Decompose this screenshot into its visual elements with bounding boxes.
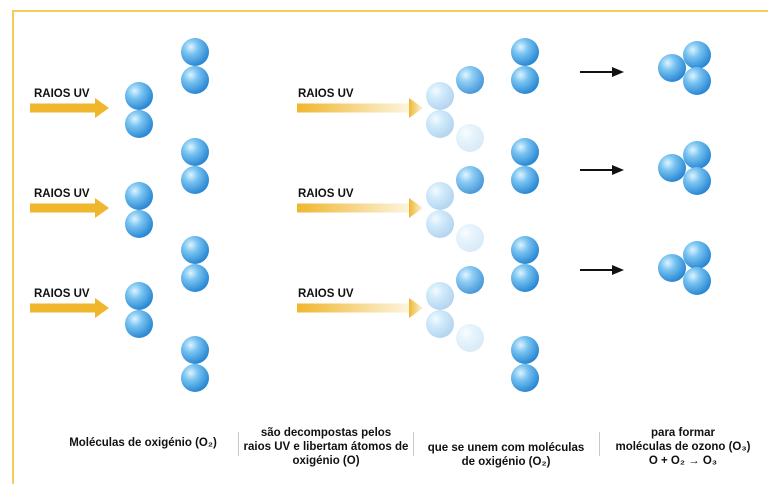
oxygen-molecule-atom	[181, 166, 209, 194]
oxygen-atom-free	[456, 266, 484, 294]
oxygen-molecule-atom	[511, 364, 539, 392]
oxygen-atom-free	[456, 166, 484, 194]
caption-ozone-line: O + O₂ → O₃	[648, 455, 718, 467]
ozone-atom	[658, 154, 686, 182]
oxygen-atom-faded	[456, 124, 484, 152]
oxygen-molecule-atom	[181, 264, 209, 292]
uv-arrow-shaft	[30, 103, 95, 113]
uv-label: RAIOS UV	[34, 288, 90, 300]
oxygen-molecule-atom	[181, 336, 209, 364]
uv-arrow-shaft	[30, 203, 95, 213]
uv-label: RAIOS UV	[34, 188, 90, 200]
oxygen-molecule-atom	[426, 110, 454, 138]
oxygen-atom-faded	[456, 324, 484, 352]
uv-arrow-head	[95, 98, 109, 118]
ozone-atom	[683, 41, 711, 69]
caption-decomposed-line: oxigénio (O)	[292, 455, 360, 467]
oxygen-molecule-atom	[426, 210, 454, 238]
ozone-atom	[683, 167, 711, 195]
oxygen-molecule-atom	[181, 66, 209, 94]
reaction-arrow-head	[612, 67, 624, 77]
oxygen-molecule-atom	[511, 236, 539, 264]
oxygen-atom-faded	[456, 224, 484, 252]
uv-arrow-head	[95, 198, 109, 218]
oxygen-molecule-atom	[426, 82, 454, 110]
caption-divider	[413, 432, 414, 456]
uv-arrow-shaft	[297, 203, 409, 213]
oxygen-molecule-atom	[511, 166, 539, 194]
oxygen-molecule-atom	[125, 82, 153, 110]
figure-frame	[12, 10, 768, 484]
oxygen-molecule-atom	[125, 210, 153, 238]
oxygen-molecule-atom	[125, 282, 153, 310]
uv-arrow-shaft	[297, 103, 409, 113]
caption-join-line: que se unem com moléculas	[427, 442, 585, 454]
ozone-atom	[658, 254, 686, 282]
ozone-atom	[683, 67, 711, 95]
caption-decomposed-line: são decompostas pelos	[260, 427, 392, 439]
reaction-arrow-head	[612, 265, 624, 275]
caption-ozone-line: para formar	[651, 427, 715, 439]
oxygen-molecule-atom	[511, 66, 539, 94]
uv-label: RAIOS UV	[298, 288, 354, 300]
caption-ozone: para formar moléculas de ozono (O₃) O + …	[603, 426, 763, 468]
oxygen-atom-free	[456, 66, 484, 94]
caption-decomposed-line: raios UV e libertam átomos de	[243, 441, 409, 453]
uv-arrow-shaft	[30, 303, 95, 313]
caption-oxygen-molecules: Moléculas de oxigénio (O₂)	[69, 437, 217, 449]
caption-divider	[238, 432, 239, 456]
ozone-atom	[658, 54, 686, 82]
ozone-atom	[683, 267, 711, 295]
uv-arrow-shaft	[297, 303, 409, 313]
oxygen-molecule-atom	[125, 110, 153, 138]
caption-join-line: de oxigénio (O₂)	[461, 456, 551, 468]
oxygen-molecule-atom	[125, 182, 153, 210]
oxygen-molecule-atom	[511, 336, 539, 364]
oxygen-molecule-atom	[426, 282, 454, 310]
caption-divider	[599, 432, 600, 456]
ozone-atom	[683, 141, 711, 169]
uv-label: RAIOS UV	[298, 188, 354, 200]
uv-arrow-head	[409, 298, 423, 318]
uv-arrow-head	[409, 198, 423, 218]
oxygen-molecule-atom	[181, 236, 209, 264]
caption-join: que se unem com moléculas de oxigénio (O…	[415, 441, 597, 469]
oxygen-molecule-atom	[511, 138, 539, 166]
reaction-arrow-head	[612, 165, 624, 175]
oxygen-molecule-atom	[511, 264, 539, 292]
ozone-atom	[683, 241, 711, 269]
oxygen-molecule-atom	[125, 310, 153, 338]
oxygen-molecule-atom	[181, 364, 209, 392]
caption-decomposed: são decompostas pelos raios UV e liberta…	[240, 426, 412, 468]
uv-arrow-head	[95, 298, 109, 318]
caption-ozone-line: moléculas de ozono (O₃)	[615, 441, 751, 453]
uv-label: RAIOS UV	[298, 88, 354, 100]
oxygen-molecule-atom	[426, 310, 454, 338]
uv-label: RAIOS UV	[34, 88, 90, 100]
oxygen-molecule-atom	[181, 38, 209, 66]
oxygen-molecule-atom	[181, 138, 209, 166]
oxygen-molecule-atom	[511, 38, 539, 66]
uv-arrow-head	[409, 98, 423, 118]
oxygen-molecule-atom	[426, 182, 454, 210]
